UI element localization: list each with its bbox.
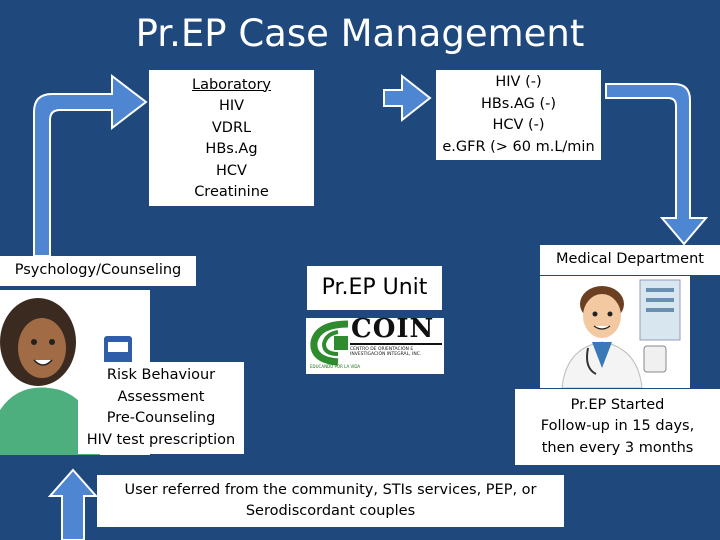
lab-item: HBs.Ag [205, 141, 258, 157]
logo-motto: EDUCANDO POR LA VIDA [310, 364, 361, 369]
arrow-laboratory-to-results [383, 73, 432, 123]
arrow-psychology-to-laboratory [33, 73, 148, 257]
risk-item: Assessment [117, 388, 205, 405]
lab-item: HCV [216, 162, 247, 179]
counselor-illustration [0, 290, 150, 455]
logo-divider [350, 343, 442, 345]
logo-subtitle: CENTRO DE ORIENTACIÓN E INVESTIGACIÓN IN… [350, 347, 422, 357]
user-referred-box: User referred from the community, STIs s… [97, 475, 564, 527]
prep-item: Pr.EP Started [570, 396, 665, 413]
psychology-box: Psychology/Counseling [0, 256, 196, 286]
coin-logo: COIN CENTRO DE ORIENTACIÓN E INVESTIGACI… [306, 314, 444, 374]
user-referred-line: User referred from the community, STIs s… [124, 481, 537, 498]
lab-item: HIV [218, 98, 245, 114]
result-item: HBs.AG (-) [480, 95, 557, 112]
prep-item: Follow-up in 15 days, [540, 418, 695, 435]
arrow-results-to-medical [605, 83, 709, 246]
prep-unit-box: Pr.EP Unit [307, 266, 442, 310]
result-item: HCV (-) [492, 117, 545, 133]
laboratory-box: Laboratory HIV VDRL HBs.Ag HCV Creatinin… [149, 70, 314, 206]
risk-item: Pre-Counseling [106, 410, 216, 426]
lab-item: Creatinine [194, 184, 269, 200]
result-item: HIV (-) [495, 74, 542, 90]
result-item: e.GFR (> 60 m.L/min [442, 138, 595, 155]
risk-assessment-box: Risk Behaviour Assessment Pre-Counseling… [78, 362, 244, 454]
page-title: Pr.EP Case Management [135, 12, 585, 55]
arrow-user-to-risk [47, 468, 99, 540]
risk-item: HIV test prescription [86, 431, 236, 448]
user-referred-line: Serodiscordant couples [245, 503, 416, 519]
doctor-illustration [540, 276, 690, 388]
prep-started-box: Pr.EP Started Follow-up in 15 days, then… [515, 389, 720, 465]
coin-emblem-icon [310, 320, 349, 366]
logo-name: COIN [351, 314, 435, 344]
risk-item: Risk Behaviour [106, 367, 216, 383]
laboratory-heading: Laboratory [192, 76, 271, 93]
results-box: HIV (-) HBs.AG (-) HCV (-) e.GFR (> 60 m… [436, 70, 601, 160]
lab-item: VDRL [211, 119, 252, 136]
medical-department-box: Medical Department [540, 245, 720, 275]
prep-item: then every 3 months [541, 439, 694, 456]
